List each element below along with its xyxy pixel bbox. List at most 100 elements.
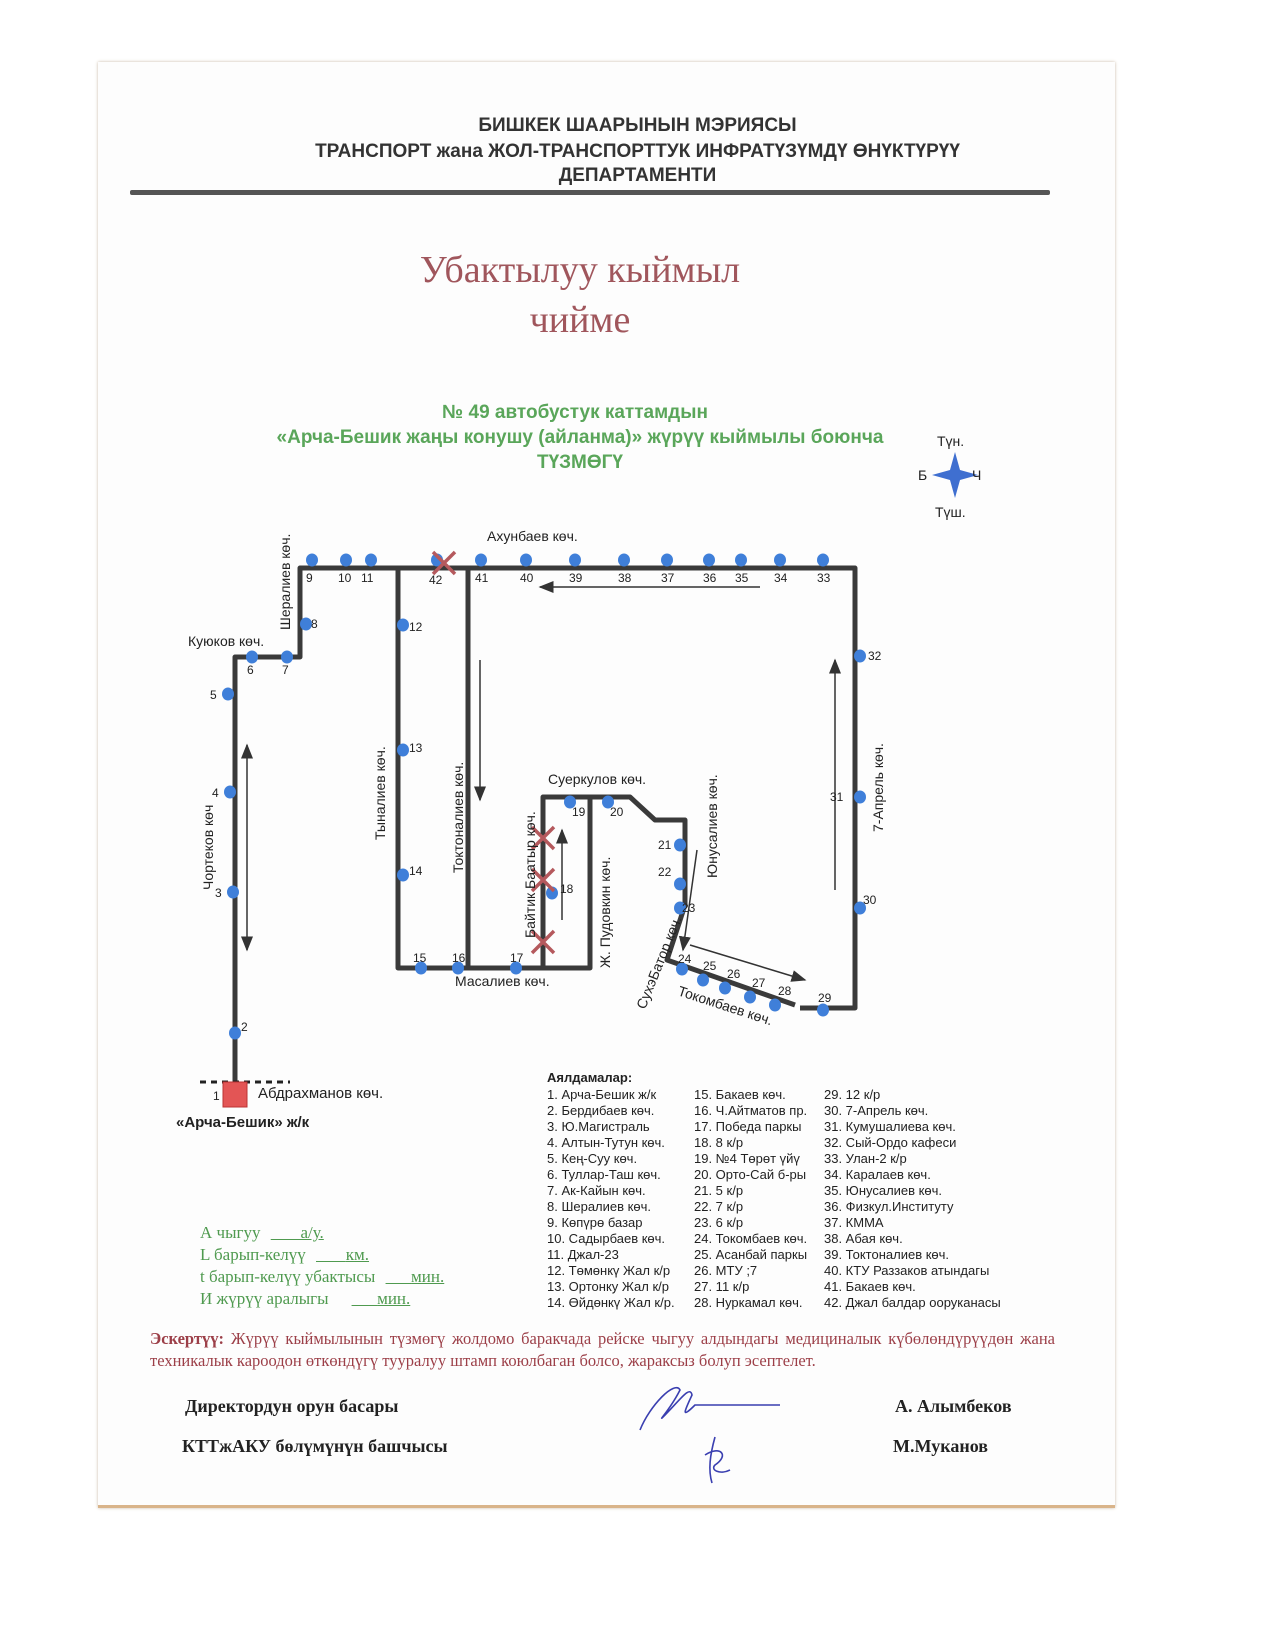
stops-title: Аялдамалар: [547, 1070, 633, 1085]
stop-marker [227, 885, 239, 899]
header-divider [130, 190, 1050, 195]
stop-list-item: 41. Бакаев көч. [824, 1279, 916, 1294]
header-line-2: ТРАНСПОРТ жана ЖОЛ-ТРАНСПОРТТУК ИНФРАТҮЗ… [315, 141, 960, 162]
compass-north: Түн. [937, 433, 964, 449]
stop-marker [397, 618, 409, 632]
stop-number: 15 [413, 951, 427, 965]
stop-list-item: 27. 11 к/р [694, 1279, 750, 1294]
route-tynaliev [395, 568, 593, 971]
stop-marker [769, 998, 781, 1012]
stop-list-item: 8. Шералиев көч. [547, 1199, 651, 1214]
stop-list-item: 22. 7 к/р [694, 1199, 744, 1214]
stop-list-item: 5. Кең-Суу көч. [547, 1151, 638, 1166]
street-sheraliev: Шералиев көч. [277, 534, 293, 630]
stop-number: 4 [212, 786, 219, 800]
stop-number: 9 [306, 571, 313, 585]
street-masaliev: Масалиев көч. [455, 973, 550, 989]
stop-marker [452, 961, 464, 975]
stop-list-item: 20. Орто-Сай б-ры [694, 1167, 807, 1182]
stop-marker [475, 553, 487, 567]
stop-marker [520, 553, 532, 567]
stop-list-item: 25. Асанбай паркы [694, 1247, 808, 1262]
closed-stop-cross-icon [530, 825, 556, 851]
stop-marker [564, 795, 576, 809]
stop-marker [365, 553, 377, 567]
stop-number: 39 [569, 571, 583, 585]
stop-number: 10 [338, 571, 352, 585]
compass-icon: Түн. Түш. Б Ч [918, 433, 981, 520]
stop-number: 17 [510, 951, 524, 965]
route-parameters: А чыгуу а/у. L барып-келүү км. t барып-к… [200, 1222, 444, 1310]
subtitle-line-2: «Арча-Бешик жаңы конушу (айланма)» жүрүү… [276, 427, 884, 448]
stop-number: 21 [658, 838, 672, 852]
stop-marker [697, 973, 709, 987]
stop-marker [817, 1003, 829, 1017]
stop-marker [674, 901, 686, 915]
stop-list-item: 12. Төмөнкү Жал к/р [547, 1263, 671, 1278]
stop-marker [854, 901, 866, 915]
street-abdrakhmanov: Абдрахманов көч. [258, 1085, 383, 1102]
stop-marker [676, 962, 688, 976]
stop-list-item: 17. Победа паркы [694, 1119, 802, 1134]
stop-marker [735, 553, 747, 567]
stop-list-item: 38. Абая көч. [824, 1231, 903, 1246]
title-line-2: чийме [529, 299, 631, 341]
note: Эскертүү: Жүрүү кыймылынын түзмөгү жолдо… [150, 1329, 1056, 1370]
street-baitik: Байтик Баатыр көч. [522, 811, 538, 938]
stop-list-item: 23. 6 к/р [694, 1215, 744, 1230]
stop-list-item: 37. КММА [824, 1215, 884, 1230]
stop-list-item: 15. Бакаев көч. [694, 1087, 786, 1102]
stop-list-item: 2. Бердибаев көч. [547, 1103, 655, 1118]
stop-number: 41 [475, 571, 489, 585]
stop-marker [719, 981, 731, 995]
street-yunusaliev: Юнусалиев көч. [704, 774, 720, 878]
stop-number: 29 [818, 991, 832, 1005]
stop-marker [774, 553, 786, 567]
stop-marker [854, 790, 866, 804]
stop-list-item: 24. Токомбаев көч. [694, 1231, 808, 1246]
param-row: И жүрүү аралыгы мин. [200, 1289, 411, 1308]
stop-number: 38 [618, 571, 632, 585]
signature-position-1: Директордун орун басары [185, 1396, 399, 1416]
stop-list-item: 7. Ак-Кайын көч. [547, 1183, 646, 1198]
stop-number: 34 [774, 571, 788, 585]
stop-marker [415, 961, 427, 975]
stop-list-item: 29. 12 к/р [824, 1087, 881, 1102]
stop-marker [744, 990, 756, 1004]
stop-number: 27 [752, 976, 766, 990]
stop-number: 32 [868, 649, 882, 663]
stop-number: 12 [409, 620, 423, 634]
stop-marker [618, 553, 630, 567]
signature-position-2: КТТжАКУ бөлүмүнүн башчысы [182, 1436, 448, 1456]
signature-name-2: М.Муканов [893, 1436, 988, 1456]
stop-number: 24 [678, 952, 692, 966]
street-tynaliev: Тыналиев көч. [372, 746, 388, 840]
title-line-1: Убактылуу кыймыл [419, 249, 741, 291]
stop-marker [281, 650, 293, 664]
direction-arrows [241, 581, 841, 982]
stop-marker [510, 961, 522, 975]
compass-west: Б [918, 467, 927, 483]
header-line-3: ДЕПАРТАМЕНТИ [558, 165, 717, 186]
stop-number: 18 [560, 882, 574, 896]
stop-list-item: 11. Джал-23 [547, 1247, 619, 1262]
stop-marker [703, 553, 715, 567]
terminal-label: «Арча-Бешик» ж/к [176, 1114, 310, 1131]
stop-marker [246, 650, 258, 664]
street-toktonaliev: Токтоналиев көч. [450, 762, 466, 873]
stop-number: 25 [703, 959, 717, 973]
route-main [232, 565, 858, 1095]
closed-stop-cross-icon [530, 867, 556, 893]
subtitle-line-1: № 49 автобустук каттамдын [442, 402, 708, 423]
stop-marker [397, 868, 409, 882]
stop-number: 31 [830, 790, 844, 804]
stop-number: 23 [682, 901, 696, 915]
param-row: А чыгуу а/у. [200, 1223, 324, 1242]
stop-marker [340, 553, 352, 567]
stop-list-item: 28. Нуркамал көч. [694, 1295, 803, 1310]
stop-list-item: 34. Каралаев көч. [824, 1167, 931, 1182]
stop-marker [674, 877, 686, 891]
stop-list-item: 26. МТУ ;7 [694, 1263, 758, 1278]
stop-list-item: 18. 8 к/р [694, 1135, 744, 1150]
